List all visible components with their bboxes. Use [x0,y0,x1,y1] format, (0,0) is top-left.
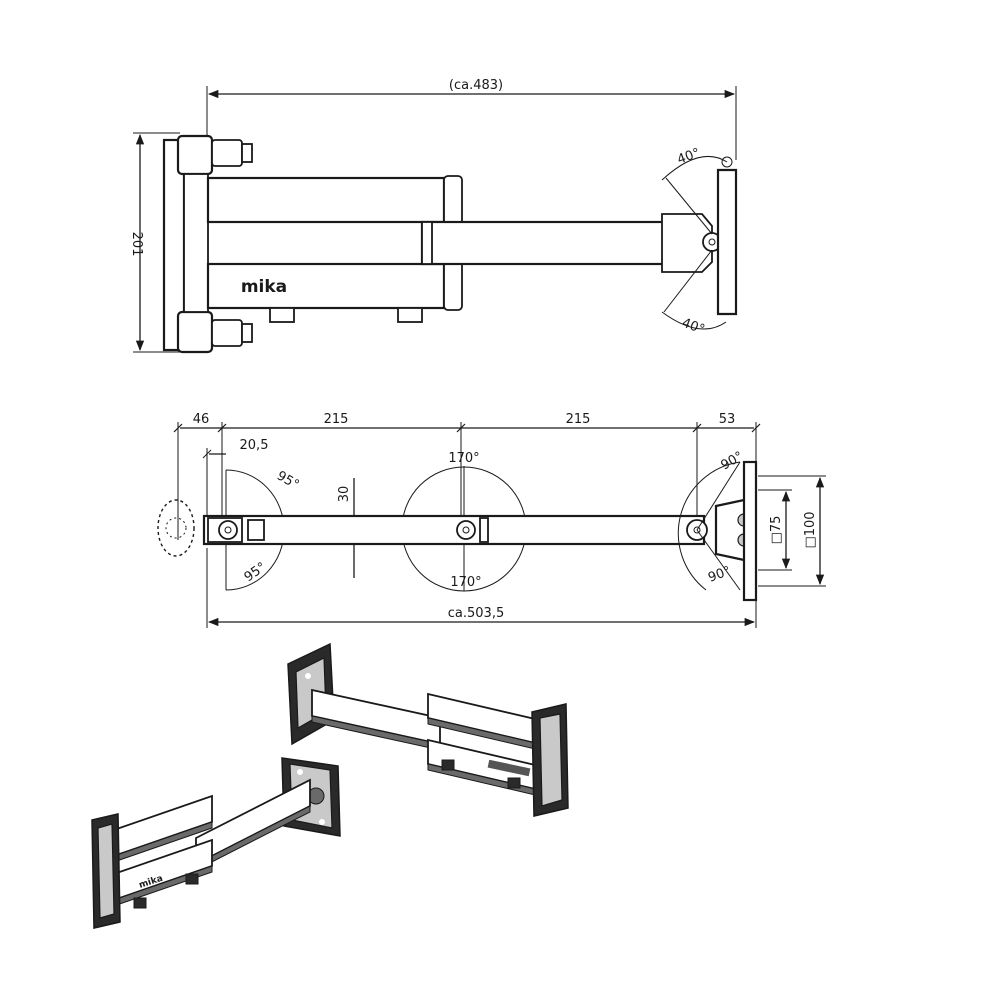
seg-left-label: 46 [193,412,210,427]
swivel-mid-bottom: 170° [450,575,481,590]
swivel-right-top: 90° [719,449,746,474]
offset-label: 20,5 [240,438,269,453]
height-label: 201 [129,232,144,257]
first-arm: mika [206,175,463,323]
offset-dimension: 20,5 [202,438,269,520]
wall-mount-outline [157,499,195,557]
seg-arm1-label: 215 [324,412,349,427]
wall-plate [162,134,253,354]
swivel-left-top: 95° [274,468,301,493]
plan-view: 46 215 215 53 20,5 95° 95° [157,412,826,628]
seg-right-label: 53 [719,412,736,427]
seg-arm2-label: 215 [566,412,591,427]
perspective-view-left: mika [91,757,341,929]
vesa-small-label: □75 [769,516,784,545]
segment-dimensions: 46 215 215 53 [173,412,761,540]
swivel-right-bottom: 90° [706,564,733,586]
total-length-label: (ca.483) [449,78,503,93]
perspective-view-right [287,642,569,817]
side-view: (ca.483) 201 mika [129,78,738,354]
vesa-large-label: □100 [803,511,818,548]
tilt-top-label: 40° [675,146,702,168]
second-arm [420,213,713,273]
brand-logo: mika [241,277,287,297]
plan-arms [202,514,708,546]
tilt-bottom-label: 40° [680,316,707,338]
arm-width-label: 30 [337,486,352,503]
vesa-dimensions: □75 □100 [758,475,826,587]
overall-length-label: ca.503,5 [448,606,504,621]
height-dimension: 201 [129,132,180,353]
swivel-mid-top: 170° [448,451,479,466]
swivel-left-bottom: 95° [242,560,269,586]
total-length-dimension: (ca.483) [206,78,737,160]
tilt-head: 40° 40° [661,146,738,338]
overall-length-dimension: ca.503,5 [206,548,757,628]
